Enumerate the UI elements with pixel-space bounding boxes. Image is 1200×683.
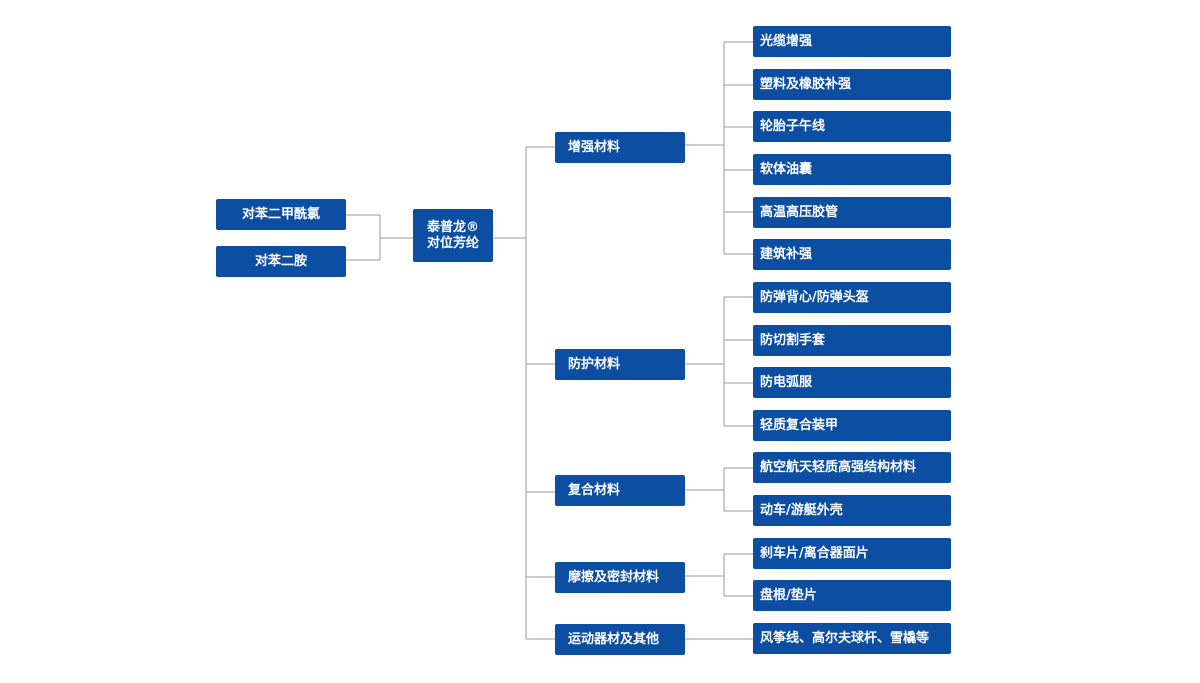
application-node: 轻质复合装甲 [753, 410, 951, 441]
application-node: 轮胎子午线 [753, 111, 951, 142]
product-brand: 泰普龙® [426, 219, 479, 235]
application-node: 防电弧服 [753, 367, 951, 398]
application-node: 航空航天轻质高强结构材料 [753, 452, 951, 483]
application-node: 软体油囊 [753, 154, 951, 185]
category-node: 复合材料 [555, 475, 685, 506]
application-node: 建筑补强 [753, 239, 951, 270]
application-node: 风筝线、高尔夫球杆、雪橇等 [753, 623, 951, 654]
application-node: 防切割手套 [753, 325, 951, 356]
application-node: 高温高压胶管 [753, 197, 951, 228]
raw-material-node: 对苯二甲酰氯 [216, 199, 346, 230]
category-node: 防护材料 [555, 349, 685, 380]
application-node: 刹车片/离合器面片 [753, 538, 951, 569]
category-node: 运动器材及其他 [555, 624, 685, 655]
application-node: 盘根/垫片 [753, 580, 951, 611]
category-node: 增强材料 [555, 132, 685, 163]
application-node: 塑料及橡胶补强 [753, 69, 951, 100]
category-node: 摩擦及密封材料 [555, 562, 685, 593]
application-node: 动车/游艇外壳 [753, 495, 951, 526]
product-type: 对位芳纶 [426, 235, 479, 251]
application-node: 防弹背心/防弹头盔 [753, 282, 951, 313]
raw-material-node: 对苯二胺 [216, 246, 346, 277]
product-node: 泰普龙® 对位芳纶 [413, 209, 493, 262]
application-node: 光缆增强 [753, 26, 951, 57]
